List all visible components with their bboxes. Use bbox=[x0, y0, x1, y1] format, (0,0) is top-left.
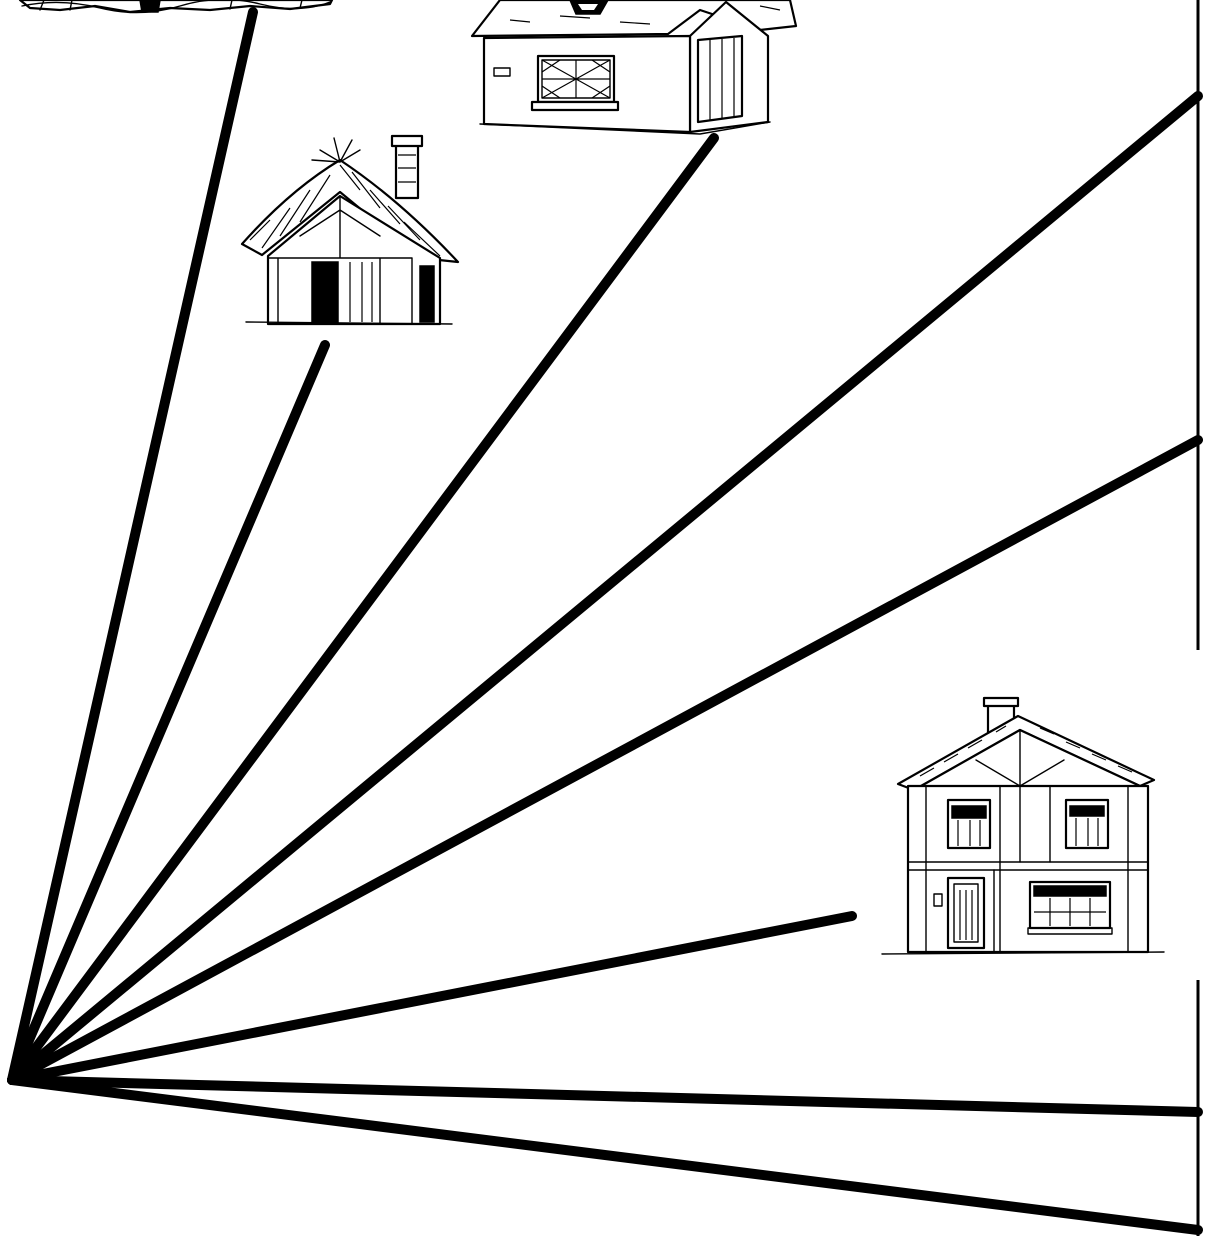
house-1-hut-illustration bbox=[20, 0, 332, 13]
house-3-cottage-illustration bbox=[472, 0, 796, 134]
ray-6 bbox=[12, 916, 852, 1080]
house-4-timber-frame-house-illustration bbox=[882, 698, 1164, 954]
house-2-thatched-cottage-illustration bbox=[242, 136, 458, 324]
ray-2 bbox=[12, 345, 325, 1080]
rays bbox=[12, 12, 1198, 1230]
